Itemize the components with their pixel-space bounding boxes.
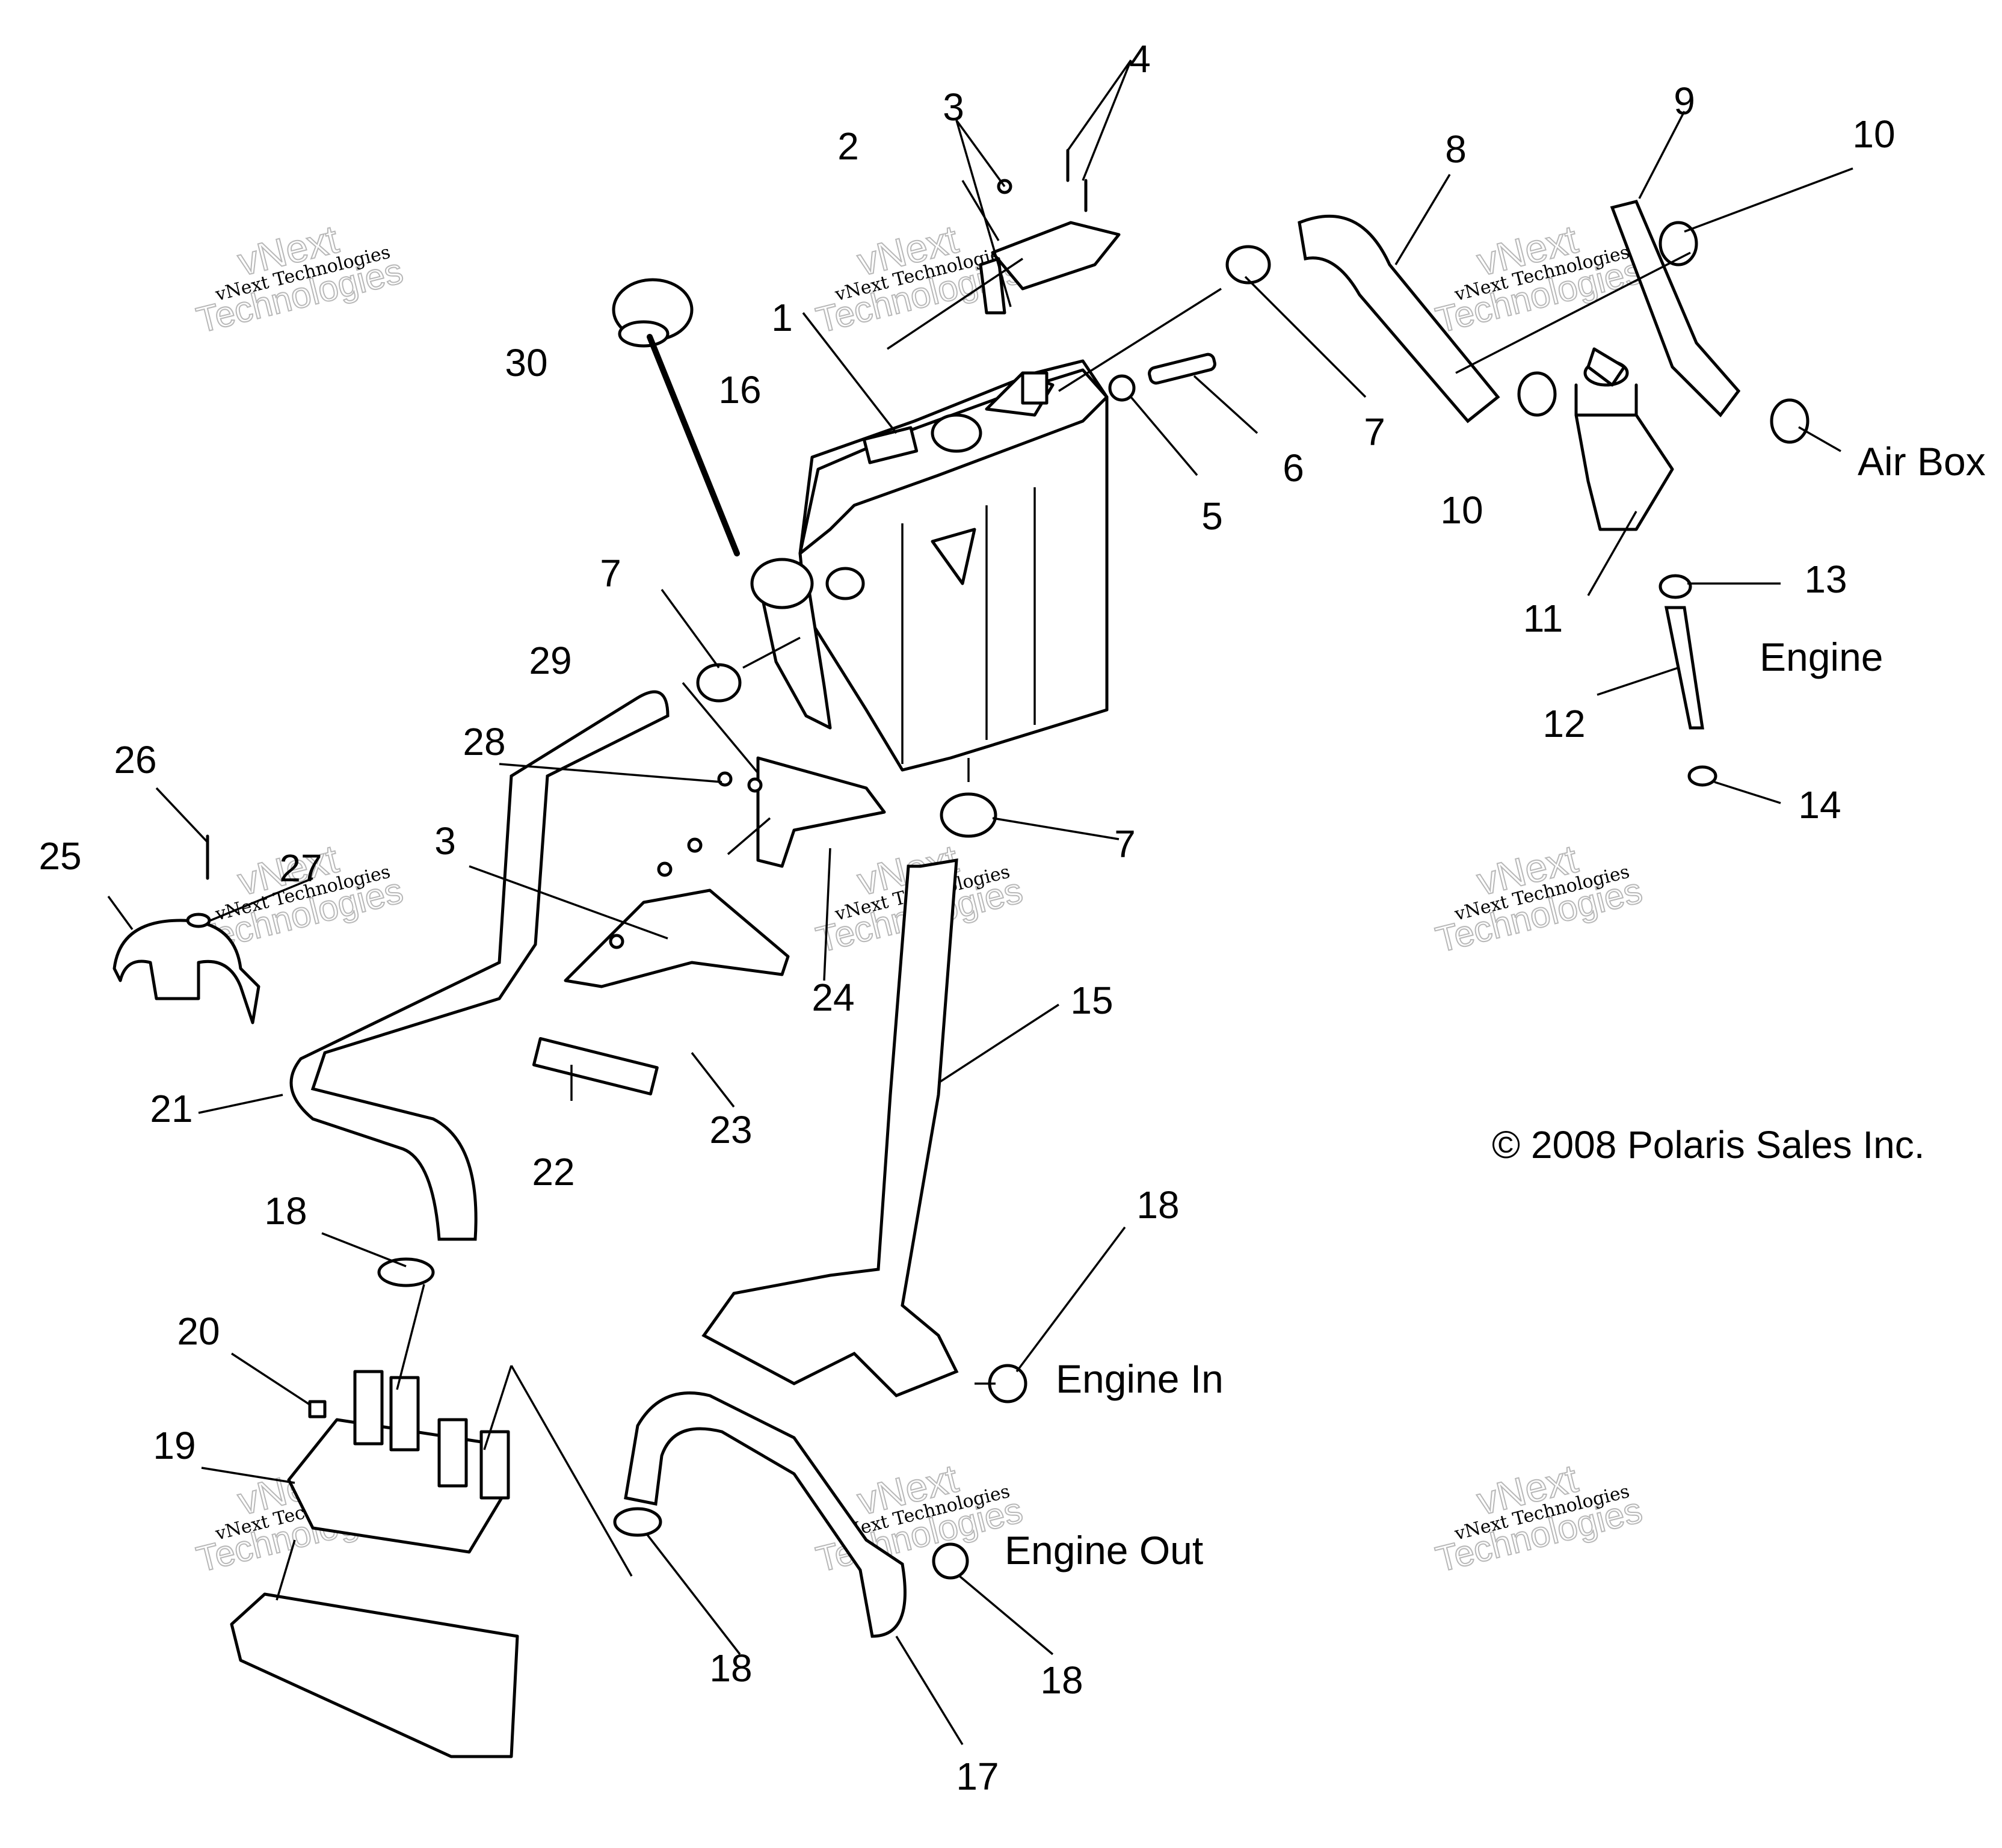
mount-bracket: [979, 149, 1121, 315]
watermark: vNext Technologies vNext Technologies: [1431, 1455, 1646, 1580]
callout-3-top: 3: [943, 85, 964, 129]
clamp-18-d: [932, 1542, 969, 1580]
hose-fittings: [1108, 353, 1216, 402]
clamp-18-c: [613, 1507, 662, 1537]
fasteners: [609, 771, 763, 949]
callout-20: 20: [177, 1310, 220, 1353]
fill-cap-dipstick: [612, 278, 740, 556]
callout-18-left: 18: [264, 1189, 307, 1233]
leader-lines: [107, 59, 1853, 1745]
callout-17: 17: [956, 1755, 999, 1798]
clamp-18-a: [377, 1257, 435, 1287]
clamp-10-c: [1770, 398, 1810, 444]
label-engine-in: Engine In: [1056, 1357, 1224, 1401]
washer-27: [186, 913, 211, 928]
callout-15: 15: [1070, 979, 1113, 1022]
callout-6: 6: [1283, 446, 1304, 490]
vent-hose: [1298, 214, 1500, 424]
label-engine: Engine: [1760, 635, 1883, 679]
callout-12: 12: [1542, 702, 1585, 745]
callout-30: 30: [505, 341, 547, 384]
callout-7-right: 7: [1364, 410, 1385, 454]
clamp-7-left: [696, 663, 742, 703]
callout-14: 14: [1798, 783, 1841, 827]
shield-bracket: [532, 756, 886, 1096]
callout-10-top: 10: [1852, 112, 1895, 156]
callout-7-left: 7: [600, 552, 621, 595]
callout-21: 21: [150, 1087, 192, 1130]
reservoir-tank: [750, 359, 1109, 772]
callout-11: 11: [1523, 597, 1563, 640]
clamp-7-top: [1225, 245, 1271, 285]
callout-numbers: 1 2 3 3 4 5 6 7 7 7 8 9 10 10 11 12 13 1…: [38, 37, 1895, 1798]
check-valve: [1574, 347, 1674, 531]
callout-29: 29: [529, 639, 571, 682]
callout-16: 16: [718, 368, 761, 411]
callout-18-bottom-right: 18: [1040, 1659, 1083, 1702]
callout-24: 24: [812, 976, 854, 1019]
callout-9: 9: [1674, 79, 1695, 123]
heat-exchanger: [230, 1370, 519, 1758]
text-labels: Air Box Engine Engine In Engine Out © 20…: [1005, 439, 1986, 1572]
coolant-hose: [289, 690, 670, 1241]
callout-22: 22: [532, 1150, 574, 1194]
callout-5: 5: [1201, 494, 1223, 538]
clamp-14: [1687, 765, 1717, 787]
callout-18-bottom-left: 18: [709, 1646, 752, 1690]
watermark: vNext Technologies vNext Technologies: [1431, 216, 1646, 341]
clamps: [377, 221, 1810, 1580]
callout-25: 25: [38, 834, 81, 878]
callout-27: 27: [279, 846, 322, 890]
clamp-10-a: [1517, 371, 1557, 417]
callout-2: 2: [837, 125, 859, 168]
callout-28: 28: [463, 720, 505, 763]
saddle-clamp: [112, 919, 260, 1024]
callout-23: 23: [709, 1108, 752, 1151]
label-air-box: Air Box: [1858, 439, 1986, 484]
clamp-7-bottom: [940, 792, 997, 838]
clamp-13: [1659, 574, 1692, 599]
engine-in-hose: [701, 858, 959, 1397]
callout-3-mid: 3: [434, 819, 456, 863]
callout-1: 1: [771, 296, 793, 339]
callout-7-bottom: 7: [1114, 822, 1136, 866]
callout-10-left: 10: [1440, 488, 1483, 532]
callout-18-right: 18: [1136, 1183, 1179, 1227]
label-engine-out: Engine Out: [1005, 1528, 1203, 1572]
callout-4: 4: [1129, 37, 1151, 81]
callout-8: 8: [1445, 128, 1467, 171]
callout-19: 19: [153, 1424, 196, 1467]
parts: [112, 149, 1810, 1758]
watermark: vNext Technologies vNext Technologies: [1431, 836, 1646, 961]
watermark: vNext Technologies vNext Technologies: [192, 216, 407, 341]
copyright-text: © 2008 Polaris Sales Inc.: [1492, 1123, 1925, 1166]
callout-26: 26: [114, 738, 156, 781]
drain-tube: [1664, 606, 1704, 730]
air-box-hose: [1610, 200, 1741, 417]
callout-13: 13: [1804, 558, 1847, 601]
engine-out-hose: [624, 1391, 907, 1638]
